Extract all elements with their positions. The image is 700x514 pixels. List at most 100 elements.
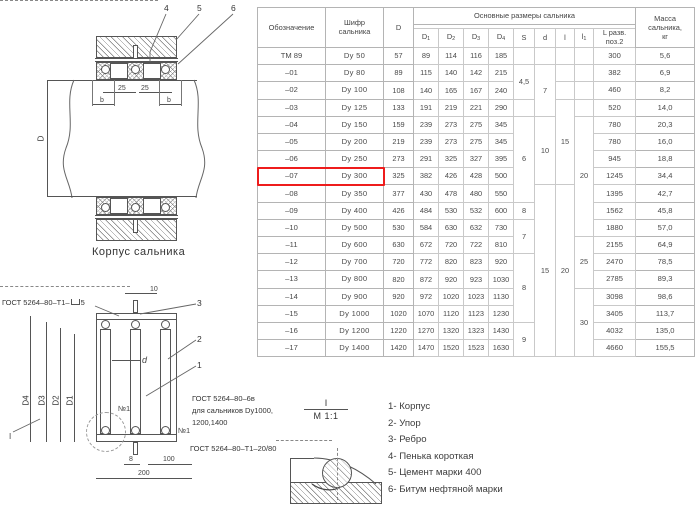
cell-D2: 325 bbox=[438, 150, 464, 169]
cell-D1: 115 bbox=[413, 64, 439, 83]
roller-c3 bbox=[161, 426, 170, 435]
cell-L: 4032 bbox=[592, 321, 637, 341]
cell-L: 460 bbox=[592, 81, 637, 100]
cell-L: 4660 bbox=[592, 339, 637, 358]
cell-L: 1562 bbox=[592, 201, 637, 220]
cell-D3: 275 bbox=[463, 132, 489, 152]
cell-code: Dy 700 bbox=[325, 253, 384, 272]
dim-D-ext-top bbox=[47, 80, 73, 81]
cell-designation: –10 bbox=[257, 218, 326, 238]
gland-body-caption: Корпус сальника bbox=[92, 246, 186, 258]
cell-D: 720 bbox=[383, 253, 414, 272]
cell-D1: 1070 bbox=[413, 304, 439, 323]
detail-axis-v bbox=[337, 448, 339, 500]
th-D2: D2 bbox=[438, 28, 464, 48]
packing-gap-u2 bbox=[143, 63, 161, 79]
cell-designation: –02 bbox=[257, 81, 326, 100]
dim-D4-line bbox=[30, 316, 31, 442]
cell-designation: –11 bbox=[257, 235, 326, 255]
cell-D: 159 bbox=[383, 115, 414, 134]
pipe-break-right bbox=[193, 79, 206, 199]
roller-l3 bbox=[161, 203, 170, 212]
cell-D1: 872 bbox=[413, 270, 439, 289]
cell-D2: 478 bbox=[438, 184, 464, 203]
cell-D4: 550 bbox=[488, 184, 514, 203]
cell-D2: 219 bbox=[438, 98, 464, 117]
cell-l1 bbox=[574, 64, 594, 83]
cell-D: 1220 bbox=[383, 321, 414, 341]
cell-code: Dy 350 bbox=[325, 184, 384, 203]
cell-L: 3098 bbox=[592, 287, 637, 306]
cell-L: 780 bbox=[592, 115, 637, 134]
cell-mass: 42,7 bbox=[635, 184, 696, 203]
flange-plate bbox=[96, 313, 177, 320]
cell-D: 133 bbox=[383, 98, 414, 117]
cell-D3: 823 bbox=[463, 253, 489, 272]
cell-D1: 239 bbox=[413, 115, 439, 134]
cell-L: 300 bbox=[592, 46, 637, 66]
cell-d: 7 bbox=[534, 64, 556, 117]
pipe-break-left bbox=[62, 79, 75, 199]
cell-D4: 1030 bbox=[488, 270, 514, 289]
cell-designation: –03 bbox=[257, 98, 326, 117]
cell-D1: 89 bbox=[413, 46, 439, 66]
cell-D3: 327 bbox=[463, 150, 489, 169]
detail-view-scale: M 1:1 bbox=[313, 411, 339, 421]
dim-D3-line bbox=[46, 322, 47, 442]
th-main-dimensions: Основные размеры сальника bbox=[412, 6, 637, 26]
cell-D3: 480 bbox=[463, 184, 489, 203]
detail-view-drawing bbox=[276, 440, 386, 512]
cell-D4: 1230 bbox=[488, 304, 514, 323]
parts-legend: 1- Корпус 2- Упор 3- Ребро 4- Пенька кор… bbox=[388, 399, 503, 498]
cell-D: 57 bbox=[383, 46, 414, 66]
cell-code: Dy 100 bbox=[325, 81, 384, 100]
callout-1: 1 bbox=[197, 360, 202, 370]
detail-view-label: I M 1:1 bbox=[304, 398, 348, 421]
cell-l1 bbox=[574, 81, 594, 100]
bottom-plan-drawing: d 10 D4 D3 D2 D1 8 100 200 3 2 1 bbox=[0, 286, 276, 514]
cell-mass: 6,9 bbox=[635, 64, 696, 83]
cell-S: 8 bbox=[513, 253, 535, 323]
cell-D3: 1123 bbox=[463, 304, 489, 323]
cell-D: 530 bbox=[383, 218, 414, 238]
legend-item-4: 4- Пенька короткая bbox=[388, 450, 474, 462]
th-D3: D3 bbox=[463, 28, 489, 48]
cell-designation: –14 bbox=[257, 287, 326, 306]
packing-gap-l2 bbox=[143, 198, 161, 214]
cell-mass: 57,0 bbox=[635, 218, 696, 238]
cell-D4: 345 bbox=[488, 115, 514, 134]
cell-D3: 632 bbox=[463, 218, 489, 238]
cell-D2: 530 bbox=[438, 201, 464, 220]
cell-l1: 20 bbox=[574, 115, 594, 238]
cell-D: 219 bbox=[383, 132, 414, 152]
cell-D4: 730 bbox=[488, 218, 514, 238]
dim-25-left: 25 bbox=[118, 85, 126, 92]
cell-l1 bbox=[574, 98, 594, 117]
cell-D4: 1630 bbox=[488, 339, 514, 358]
stud-lower bbox=[133, 219, 138, 233]
cell-D4: 600 bbox=[488, 201, 514, 220]
cell-D2: 114 bbox=[438, 46, 464, 66]
rib-outer-left bbox=[96, 320, 97, 435]
